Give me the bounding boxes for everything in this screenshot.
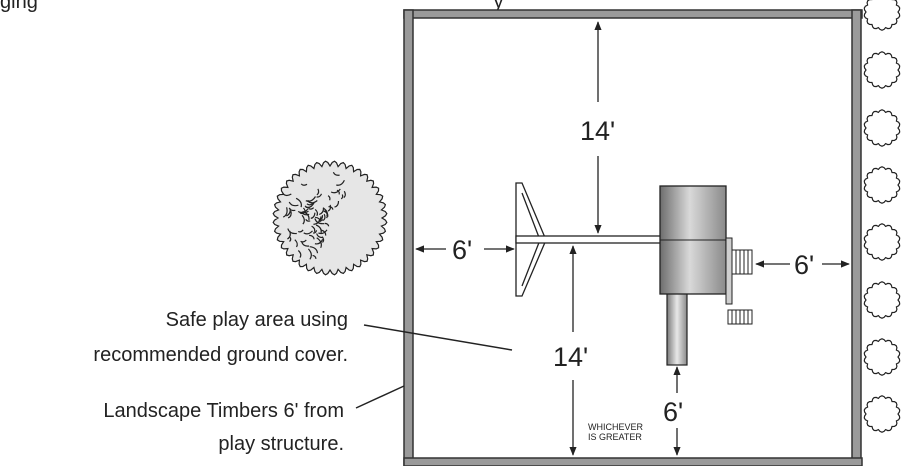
shrub-icon	[863, 0, 901, 31]
shrub-row	[863, 0, 901, 433]
swing-beam	[515, 235, 663, 244]
shrub-icon	[863, 281, 901, 319]
timbers-callout: play structure.	[218, 433, 344, 455]
timbers-leader-line	[355, 385, 405, 409]
shrub-icon	[863, 51, 901, 89]
right-gap-label: 6'	[794, 250, 814, 280]
timber-top	[403, 9, 863, 19]
top-gap-label: 14'	[580, 116, 615, 146]
swing-set	[515, 182, 663, 297]
bottom-right-gap-label: 6'	[663, 397, 683, 427]
play-area-callout: Safe play area using	[166, 309, 348, 331]
caption-fragment: ging y	[0, 0, 503, 13]
timber-right	[851, 9, 862, 466]
play-area-leader-line	[363, 324, 513, 351]
stairs	[731, 249, 753, 275]
whichever-note: WHICHEVER	[588, 422, 644, 432]
dimension-lines	[415, 21, 850, 456]
swing-frame-inner	[521, 239, 541, 287]
tower-post	[725, 237, 733, 305]
timber-left	[403, 9, 414, 466]
shrub-icon	[863, 166, 901, 204]
bottom-center-gap-label: 14'	[553, 342, 588, 372]
shrub-icon	[863, 109, 901, 147]
tree-icon	[272, 160, 388, 276]
swing-frame-inner	[521, 192, 541, 241]
timbers-callout: Landscape Timbers 6' from	[103, 400, 344, 422]
landscape-timber-border	[403, 9, 863, 466]
shrub-icon	[863, 395, 901, 433]
slide	[666, 292, 688, 366]
left-gap-label: 6'	[452, 235, 472, 265]
shrub-icon	[863, 223, 901, 261]
whichever-note: IS GREATER	[588, 432, 642, 442]
shrub-icon	[863, 338, 901, 376]
timber-bottom	[403, 457, 863, 466]
play-tower	[659, 185, 753, 366]
ladder	[727, 309, 753, 325]
play-area-callout: recommended ground cover.	[93, 344, 348, 366]
